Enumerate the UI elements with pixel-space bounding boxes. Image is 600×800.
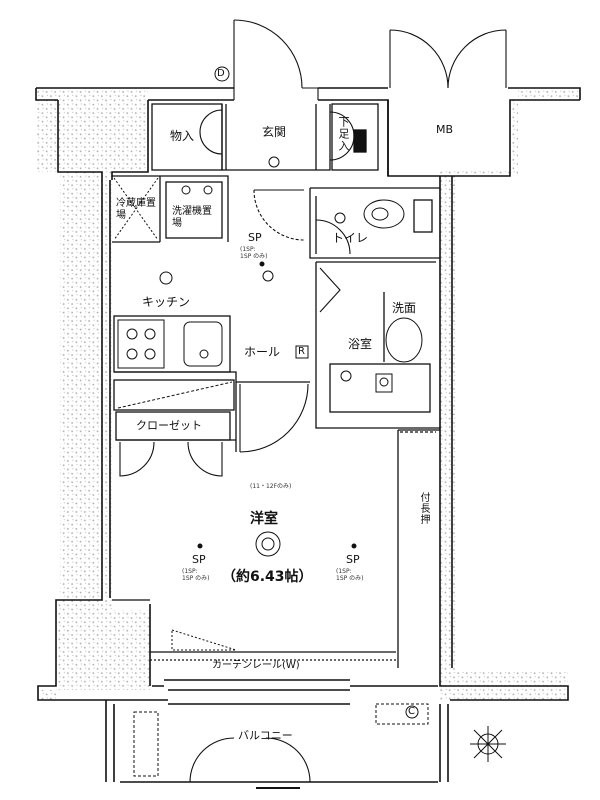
shelf-label: 付長押 — [418, 492, 429, 525]
sp-note-right: (1SP: 1SP のみ) — [336, 568, 364, 582]
sp-label-hall: SP — [248, 231, 262, 244]
sp-label-left: SP — [192, 553, 206, 566]
room-laundry: 洗濯機置場 — [172, 206, 212, 229]
curtain-rail-label: カーテンレール(W) — [212, 660, 300, 671]
outer-walls — [35, 87, 581, 789]
room-hall: ホール — [244, 345, 281, 359]
markers — [214, 66, 419, 719]
room-area: （約6.43帖） — [222, 569, 313, 585]
concrete-hatching — [36, 88, 580, 700]
room-toilet: トイレ — [332, 231, 369, 245]
room-kitchen: キッチン — [142, 295, 191, 309]
room-bath: 浴室 — [348, 337, 373, 351]
room-balcony: バルコニー — [238, 729, 293, 742]
fixtures — [113, 156, 506, 777]
sp-note-hall: (1SP: 1SP のみ) — [240, 246, 268, 260]
interior-walls — [112, 103, 440, 668]
ceiling-note: (11・12Fのみ) — [250, 483, 292, 490]
marker-r: R — [298, 346, 305, 357]
room-closet: クローゼット — [136, 419, 202, 432]
marker-d: D — [217, 68, 225, 79]
marker-c: C — [408, 706, 415, 717]
room-mb: MB — [436, 123, 454, 136]
room-western: 洋室 — [250, 511, 278, 527]
sp-label-right: SP — [346, 553, 360, 566]
room-fridge: 冷蔵庫置場 — [116, 198, 156, 221]
sp-note-left: (1SP: 1SP のみ) — [182, 568, 210, 582]
room-storage: 物入 — [170, 129, 195, 143]
room-shoe-box: 下足入 — [337, 116, 350, 152]
room-entrance: 玄関 — [262, 125, 287, 139]
room-washbasin: 洗面 — [392, 301, 417, 315]
doors — [119, 19, 507, 783]
